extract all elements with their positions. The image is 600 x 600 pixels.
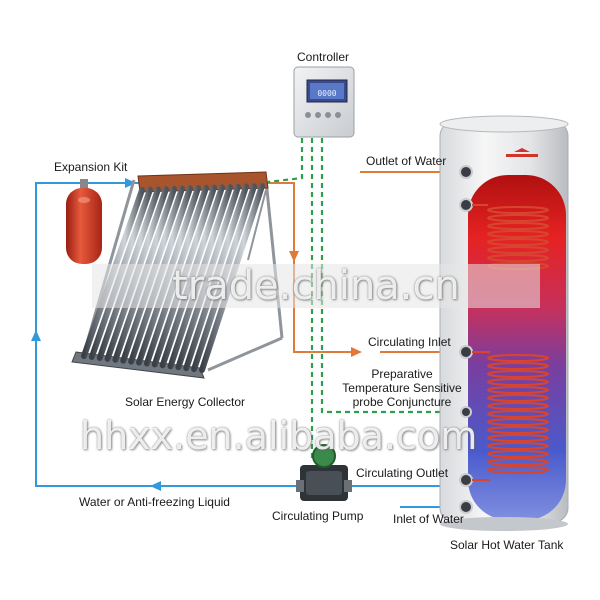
heat-exchanger-coil — [487, 222, 549, 230]
heat-exchanger-coil — [487, 418, 549, 426]
controller-unit — [293, 66, 355, 138]
circulating-pump — [296, 444, 352, 501]
label-circulating-pump: Circulating Pump — [272, 509, 364, 523]
label-probe-line3: probe Conjuncture — [352, 395, 452, 409]
heat-exchanger-coil — [487, 394, 549, 402]
heat-exchanger-coil — [487, 410, 549, 418]
label-tank: Solar Hot Water Tank — [450, 538, 564, 552]
heat-exchanger-coil — [487, 246, 549, 254]
heat-exchanger-coil — [487, 434, 549, 442]
heat-exchanger-coil — [487, 254, 549, 262]
heat-exchanger-coil — [487, 238, 549, 246]
label-circulating-outlet: Circulating Outlet — [356, 466, 449, 480]
flow-arrow-left — [150, 481, 161, 491]
heat-exchanger-coil — [487, 450, 549, 458]
heat-exchanger-coil — [487, 458, 549, 466]
heat-exchanger-coil — [487, 426, 549, 434]
label-expansion-kit: Expansion Kit — [54, 160, 128, 174]
label-probe-line2: Temperature Sensitive — [342, 381, 462, 395]
label-controller: Controller — [297, 50, 350, 64]
hot-flow-arrow-down — [289, 251, 299, 262]
hot-flow-arrow-right — [351, 347, 362, 357]
label-circulating-inlet: Circulating Inlet — [368, 335, 451, 349]
label-inlet-of-water: Inlet of Water — [393, 512, 464, 526]
hot-pipe — [266, 171, 466, 353]
heat-exchanger-coil — [487, 206, 549, 214]
watermark-trade-china: trade.china.cn — [92, 264, 540, 308]
label-probe-line1: Preparative — [371, 367, 433, 381]
hot-water-tank — [439, 115, 569, 531]
heat-exchanger-coil — [487, 214, 549, 222]
flow-arrow-up — [31, 330, 41, 341]
heat-exchanger-coil — [487, 362, 549, 370]
expansion-tank — [66, 179, 102, 264]
heat-exchanger-coil — [487, 378, 549, 386]
heat-exchanger-coil — [487, 230, 549, 238]
heat-exchanger-coil — [487, 370, 549, 378]
label-outlet-of-water: Outlet of Water — [366, 154, 447, 168]
label-water-or-antifreeze: Water or Anti-freezing Liquid — [79, 495, 230, 509]
controller-display-value: 0000 — [317, 89, 336, 98]
heat-exchanger-coil — [487, 402, 549, 410]
label-solar-collector: Solar Energy Collector — [125, 395, 246, 409]
heat-exchanger-coil — [487, 466, 549, 474]
heat-exchanger-coil — [487, 442, 549, 450]
flow-arrow-right — [125, 178, 136, 188]
heat-exchanger-coil — [487, 386, 549, 394]
watermark-alibaba: hhxx.en.alibaba.com — [80, 414, 478, 458]
heat-exchanger-coil — [487, 354, 549, 362]
